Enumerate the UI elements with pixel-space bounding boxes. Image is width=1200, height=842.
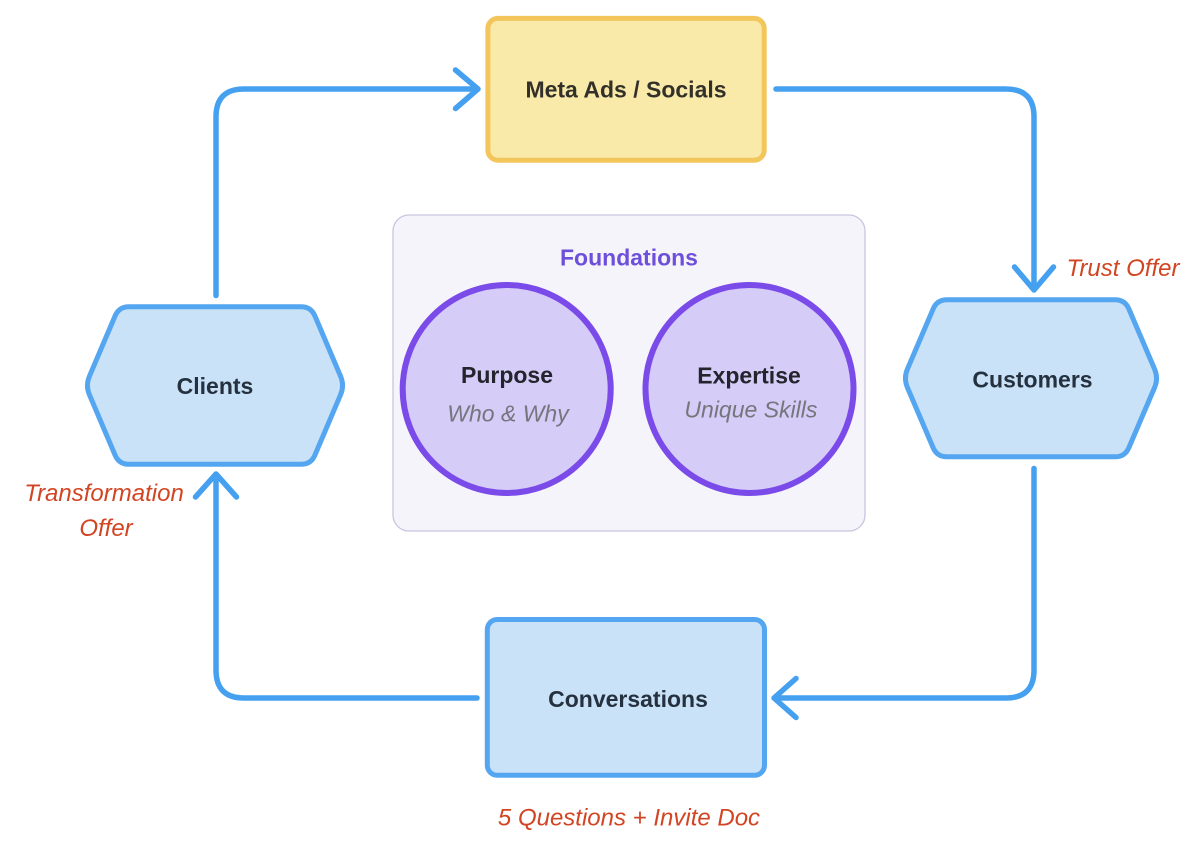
svg-text:Foundations: Foundations (560, 245, 698, 271)
svg-text:5 Questions + Invite Doc: 5 Questions + Invite Doc (498, 804, 760, 831)
svg-text:Customers: Customers (972, 366, 1092, 392)
svg-text:Who & Why: Who & Why (447, 401, 570, 427)
svg-text:Expertise: Expertise (697, 363, 801, 389)
svg-text:Conversations: Conversations (548, 686, 708, 712)
svg-text:Offer: Offer (79, 515, 133, 542)
svg-text:Trust Offer: Trust Offer (1067, 255, 1181, 282)
svg-text:Unique Skills: Unique Skills (684, 397, 817, 423)
svg-text:Purpose: Purpose (461, 362, 553, 388)
svg-text:Meta Ads / Socials: Meta Ads / Socials (525, 77, 726, 103)
svg-text:Transformation: Transformation (24, 480, 184, 507)
svg-text:Clients: Clients (177, 373, 254, 399)
